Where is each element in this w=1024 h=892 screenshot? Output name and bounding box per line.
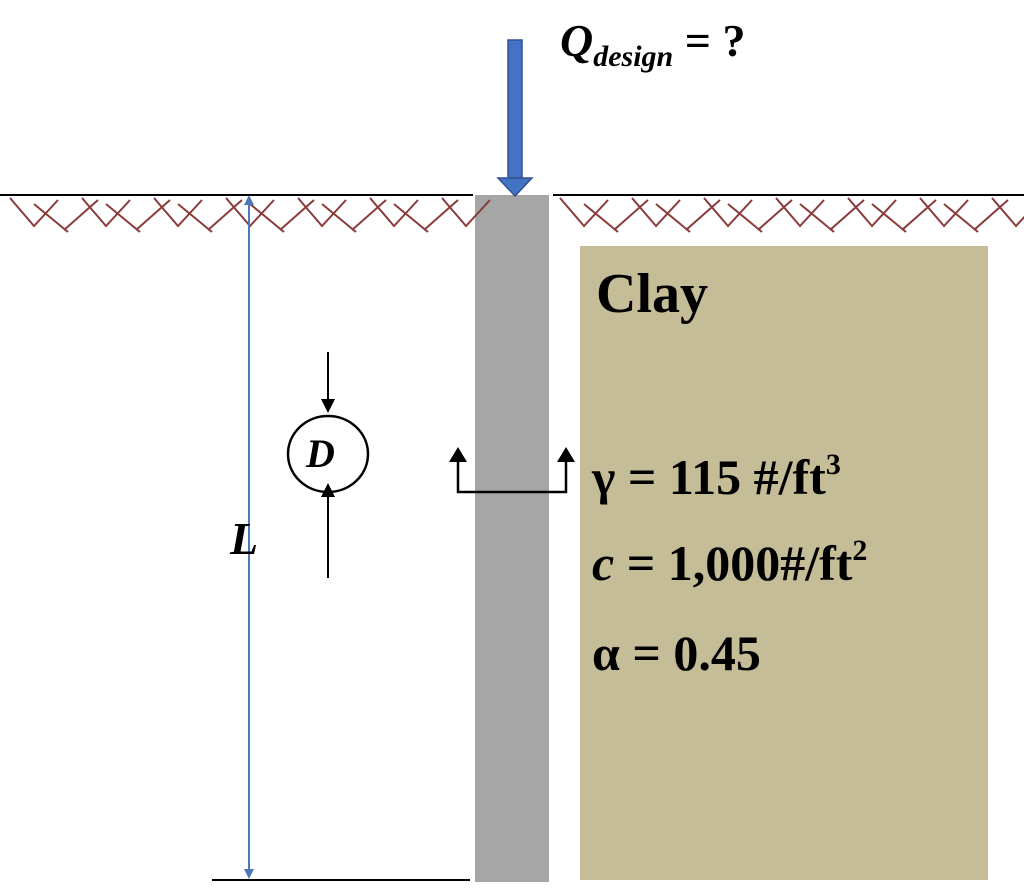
ground-hatch-mark: [423, 199, 459, 231]
ground-hatch-mark: [279, 199, 315, 231]
ground-hatch-mark: [829, 199, 865, 231]
ground-hatch-mark: [991, 197, 1024, 228]
ground-hatch-mark: [685, 199, 721, 231]
cohesion-label: c = 1,000#/ft2: [592, 534, 867, 592]
length-label: L: [230, 513, 259, 564]
gamma-exponent: 3: [825, 448, 841, 481]
load-subscript: design: [593, 40, 674, 73]
ground-hatch-mark: [847, 197, 897, 228]
load-arrow: [496, 39, 534, 198]
ground-hatch-mark: [369, 197, 419, 228]
ground-hatch-mark: [559, 197, 609, 228]
ground-hatch-mark: [901, 199, 937, 231]
ground-hatch-mark: [321, 203, 357, 233]
alpha-value: = 0.45: [619, 625, 761, 681]
ground-hatch-mark: [613, 199, 649, 231]
ground-hatch-mark: [105, 203, 141, 233]
ground-hatch-mark: [919, 197, 969, 228]
ground-hatch-mark: [441, 197, 491, 228]
load-equals: = ?: [684, 15, 746, 66]
unit-weight-label: γ = 115 #/ft3: [592, 448, 841, 506]
gamma-symbol: γ: [592, 449, 616, 505]
pile-shaft: [475, 195, 549, 882]
ground-hatch-mark: [249, 203, 285, 233]
ground-hatch-mark: [33, 203, 69, 233]
ground-hatch-mark: [63, 199, 99, 231]
ground-hatch-right: [559, 197, 1024, 233]
ground-hatch-mark: [81, 197, 131, 228]
ground-hatch-mark: [153, 197, 203, 228]
soil-name: Clay: [596, 263, 708, 325]
ground-hatch-mark: [177, 203, 213, 233]
ground-hatch-mark: [297, 197, 347, 228]
ground-hatch-mark: [703, 197, 753, 228]
diameter-indicator: [286, 352, 370, 578]
alpha-symbol: α: [592, 625, 620, 681]
section-cut-marker: [449, 447, 575, 494]
cohesion-symbol: c: [592, 535, 615, 591]
ground-hatch-mark: [351, 199, 387, 231]
diameter-label: D: [306, 431, 335, 476]
ground-hatch-mark: [973, 199, 1009, 231]
cohesion-exponent: 2: [852, 534, 868, 567]
ground-hatch-mark: [393, 203, 429, 233]
ground-hatch-mark: [135, 199, 171, 231]
ground-hatch-mark: [757, 199, 793, 231]
ground-hatch-left: [9, 197, 491, 233]
ground-hatch-mark: [775, 197, 825, 228]
ground-hatch-mark: [799, 203, 835, 233]
gamma-value: = 115 #/ft: [615, 449, 826, 505]
cohesion-value: = 1,000#/ft: [614, 535, 853, 591]
ground-hatch-mark: [207, 199, 243, 231]
ground-hatch-mark: [871, 203, 907, 233]
clay-layer: [580, 246, 988, 880]
ground-hatch-mark: [727, 203, 763, 233]
adhesion-factor-label: α = 0.45: [592, 624, 761, 682]
design-load-label: Qdesign = ?: [560, 14, 745, 74]
ground-hatch-mark: [655, 203, 691, 233]
ground-hatch-mark: [631, 197, 681, 228]
ground-hatch-mark: [943, 203, 979, 233]
ground-hatch-mark: [9, 197, 59, 228]
ground-hatch-mark: [583, 203, 619, 233]
load-symbol: Q: [560, 15, 594, 66]
